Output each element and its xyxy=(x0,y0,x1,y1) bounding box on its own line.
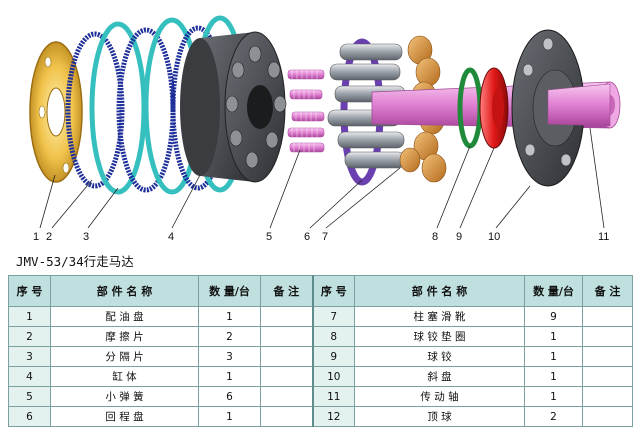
cell-note xyxy=(260,306,313,327)
cell-no: 9 xyxy=(311,346,355,367)
cell-name: 分 隔 片 xyxy=(50,346,199,367)
model-number: JMV-53/34 xyxy=(16,254,84,269)
cell-qty: 1 xyxy=(524,386,583,407)
table-header-row: 序 号 部 件 名 称 数 量/台 备 注 序 号 部 件 名 称 数 量/台 … xyxy=(8,275,633,307)
cell-name: 配 油 盘 xyxy=(50,306,199,327)
table-row: 6 回 程 盘 1 12 顶 球 2 xyxy=(8,406,633,427)
header-name-left: 部 件 名 称 xyxy=(50,275,199,307)
cell-qty: 6 xyxy=(198,386,261,407)
cell-qty: 1 xyxy=(198,366,261,387)
cell-note xyxy=(260,366,313,387)
cell-note xyxy=(260,346,313,367)
cell-qty: 1 xyxy=(198,406,261,427)
table-row: 2 摩 擦 片 2 8 球 铰 垫 圈 1 xyxy=(8,326,633,347)
table-row: 5 小 弹 簧 6 11 传 动 轴 1 xyxy=(8,386,633,407)
callout-5: 5 xyxy=(266,231,272,243)
callout-7: 7 xyxy=(322,231,328,243)
cell-note xyxy=(582,326,633,347)
cell-name: 小 弹 簧 xyxy=(50,386,199,407)
cell-no: 1 xyxy=(8,306,51,327)
cell-qty: 9 xyxy=(524,306,583,327)
cell-qty: 1 xyxy=(524,346,583,367)
cell-qty: 2 xyxy=(198,326,261,347)
cell-name: 摩 擦 片 xyxy=(50,326,199,347)
cell-note xyxy=(260,386,313,407)
callout-9: 9 xyxy=(456,231,462,243)
cell-qty: 1 xyxy=(524,326,583,347)
cell-no: 2 xyxy=(8,326,51,347)
header-note-right: 备 注 xyxy=(582,275,633,307)
header-name-right: 部 件 名 称 xyxy=(354,275,525,307)
shaft-spline-section xyxy=(547,83,611,127)
cell-name: 球 铰 垫 圈 xyxy=(354,326,525,347)
cell-qty: 1 xyxy=(198,306,261,327)
cell-note xyxy=(582,346,633,367)
header-qty-left: 数 量/台 xyxy=(198,275,261,307)
cell-qty: 3 xyxy=(198,346,261,367)
callout-6: 6 xyxy=(304,231,310,243)
cell-no: 11 xyxy=(311,386,355,407)
callout-2: 2 xyxy=(46,231,52,243)
callout-leader-lines xyxy=(39,127,605,229)
cell-note xyxy=(582,366,633,387)
callout-11: 11 xyxy=(598,231,609,243)
spring-coils xyxy=(291,70,318,152)
header-no-right: 序 号 xyxy=(311,275,355,307)
callout-10: 10 xyxy=(488,231,500,243)
cell-no: 7 xyxy=(311,306,355,327)
callout-1: 1 xyxy=(33,231,39,243)
cell-qty: 2 xyxy=(524,406,583,427)
callout-3: 3 xyxy=(83,231,89,243)
cell-name: 柱 塞 滑 靴 xyxy=(354,306,525,327)
cell-note xyxy=(260,406,313,427)
small-springs-part xyxy=(287,69,325,153)
cell-name: 缸 体 xyxy=(50,366,199,387)
table-row: 1 配 油 盘 1 7 柱 塞 滑 靴 9 xyxy=(8,306,633,327)
cell-name: 传 动 轴 xyxy=(354,386,525,407)
cell-note xyxy=(582,386,633,407)
cell-no: 12 xyxy=(311,406,355,427)
cell-qty: 1 xyxy=(524,366,583,387)
cell-name: 斜 盘 xyxy=(354,366,525,387)
cell-no: 6 xyxy=(8,406,51,427)
cell-no: 10 xyxy=(311,366,355,387)
cell-no: 8 xyxy=(311,326,355,347)
table-row: 4 缸 体 1 10 斜 盘 1 xyxy=(8,366,633,387)
cell-no: 4 xyxy=(8,366,51,387)
cell-name: 回 程 盘 xyxy=(50,406,199,427)
callout-8: 8 xyxy=(432,231,438,243)
cell-no: 5 xyxy=(8,386,51,407)
header-no-left: 序 号 xyxy=(8,275,51,307)
table-row: 3 分 隔 片 3 9 球 铰 1 xyxy=(8,346,633,367)
cell-note xyxy=(582,306,633,327)
header-note-left: 备 注 xyxy=(260,275,313,307)
header-qty-right: 数 量/台 xyxy=(524,275,583,307)
cell-no: 3 xyxy=(8,346,51,367)
caption-title: 行走马达 xyxy=(83,254,134,269)
cylinder-block-part xyxy=(180,31,287,183)
ball-joint-part xyxy=(479,67,509,149)
diagram-caption: JMV-53/34行走马达 xyxy=(16,251,134,270)
cell-note xyxy=(260,326,313,347)
cell-name: 顶 球 xyxy=(354,406,525,427)
exploded-view-diagram: 1 2 3 4 5 6 7 8 9 10 11 xyxy=(29,15,621,243)
parts-table: 序 号 部 件 名 称 数 量/台 备 注 序 号 部 件 名 称 数 量/台 … xyxy=(8,275,633,427)
cell-name: 球 铰 xyxy=(354,346,525,367)
callout-4: 4 xyxy=(168,231,174,243)
cell-note xyxy=(582,406,633,427)
